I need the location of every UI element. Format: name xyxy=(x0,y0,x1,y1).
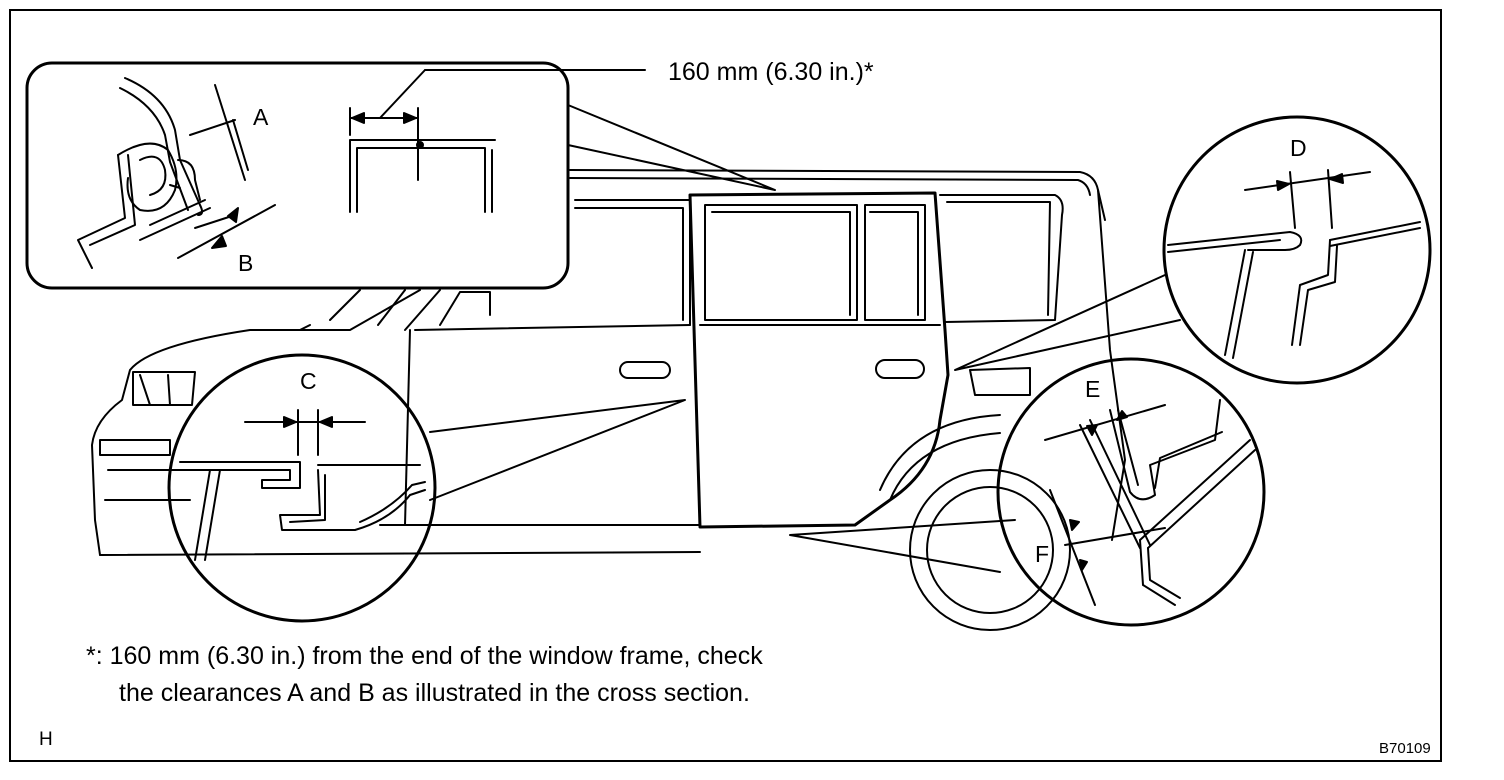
label-a: A xyxy=(253,104,269,130)
callout-d-section xyxy=(954,115,1432,385)
corner-mark: H xyxy=(39,729,53,750)
footnote-line-1: *: 160 mm (6.30 in.) from the end of the… xyxy=(86,642,763,670)
callout-window-frame xyxy=(25,61,776,290)
footnote-line-2: the clearances A and B as illustrated in… xyxy=(119,679,750,707)
figure-frame xyxy=(9,9,1442,762)
callout-c-section xyxy=(167,353,686,623)
car-body xyxy=(91,169,1126,631)
footnote: *: 160 mm (6.30 in.) from the end of the… xyxy=(86,638,763,712)
figure-code: B70109 xyxy=(1379,740,1431,757)
callout-ef-section xyxy=(789,357,1266,627)
label-d: D xyxy=(1290,135,1307,161)
label-e: E xyxy=(1085,376,1101,402)
label-c: C xyxy=(300,368,317,394)
label-b: B xyxy=(238,250,254,276)
callout-dimension-label: 160 mm (6.30 in.)* xyxy=(668,58,874,86)
label-f: F xyxy=(1035,541,1050,567)
